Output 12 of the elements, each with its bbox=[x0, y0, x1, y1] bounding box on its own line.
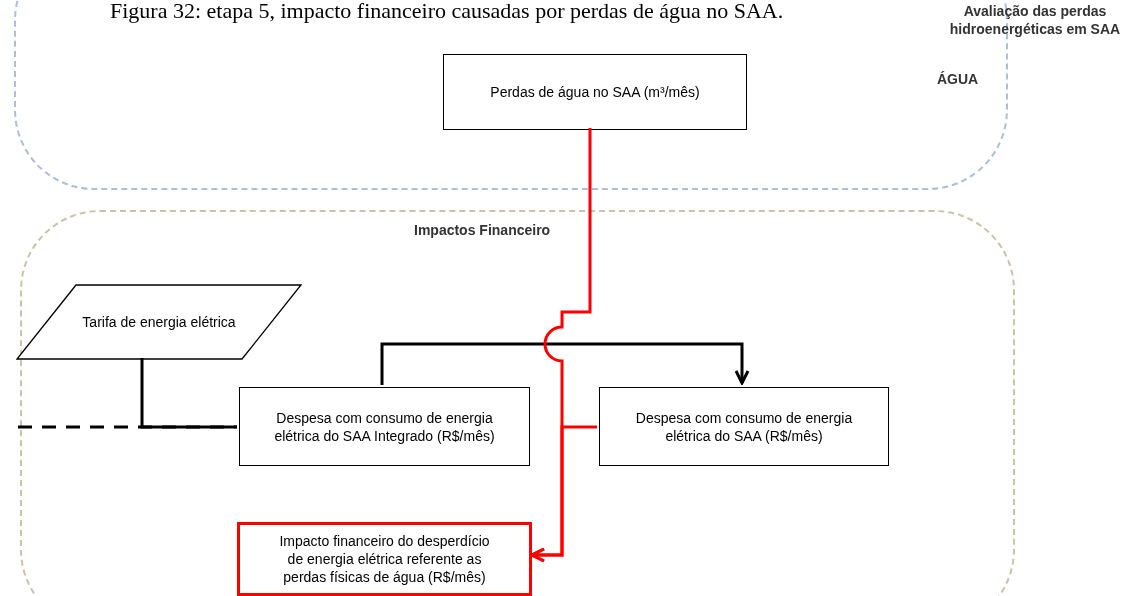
connector-line bbox=[140, 358, 237, 429]
process-box: Despesa com consumo de energia elétrica do SAA (R$/mês) bbox=[599, 387, 889, 466]
region-title: ÁGUA bbox=[937, 70, 979, 89]
connector-line bbox=[530, 425, 597, 563]
process-box: Perdas de água no SAA (m³/mês) bbox=[443, 54, 747, 130]
input-parallelogram: Tarifa de energia elétrica bbox=[16, 284, 302, 360]
figure-title: Figura 32: etapa 5, impacto financeiro causadas por perdas de água no SAA. bbox=[110, 0, 784, 25]
process-box: Impacto financeiro do desperdício de energia elétrica referente as perdas físicas de água (R$/mês) bbox=[237, 522, 532, 596]
region-heading: Avaliação das perdas hidroenergéticas em SAA bbox=[948, 2, 1122, 38]
region-title: Impactos Financeiro bbox=[414, 221, 551, 240]
connector-line bbox=[380, 342, 750, 385]
process-box: Despesa com consumo de energia elétrica do SAA Integrado (R$/mês) bbox=[239, 387, 530, 466]
